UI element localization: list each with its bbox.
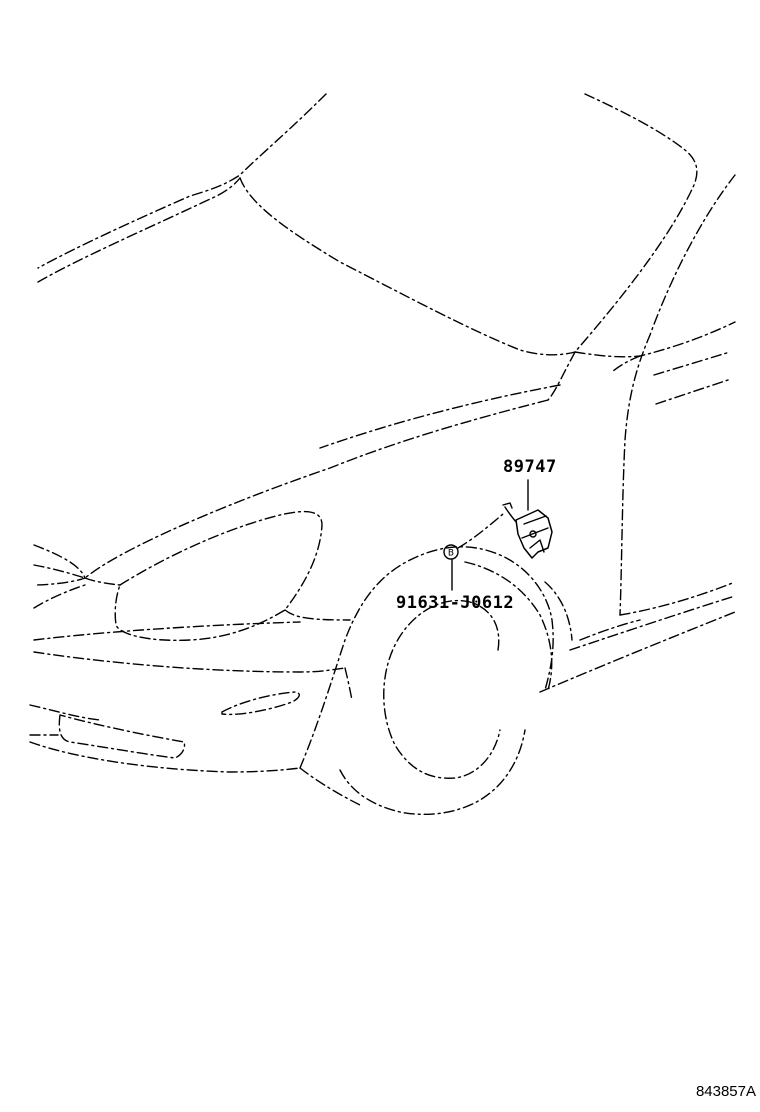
- height-control-sensor: [502, 502, 553, 559]
- bolt-mark-letter: B: [448, 549, 454, 559]
- part-number-89747: 89747: [503, 457, 557, 477]
- car-outline: [29, 93, 736, 816]
- bolt-mark-icon: B: [443, 544, 459, 560]
- part-number-91631-j0612: 91631-J0612: [396, 593, 515, 613]
- diagram-code: 843857A: [695, 1083, 756, 1100]
- screw-position-line: [457, 513, 504, 549]
